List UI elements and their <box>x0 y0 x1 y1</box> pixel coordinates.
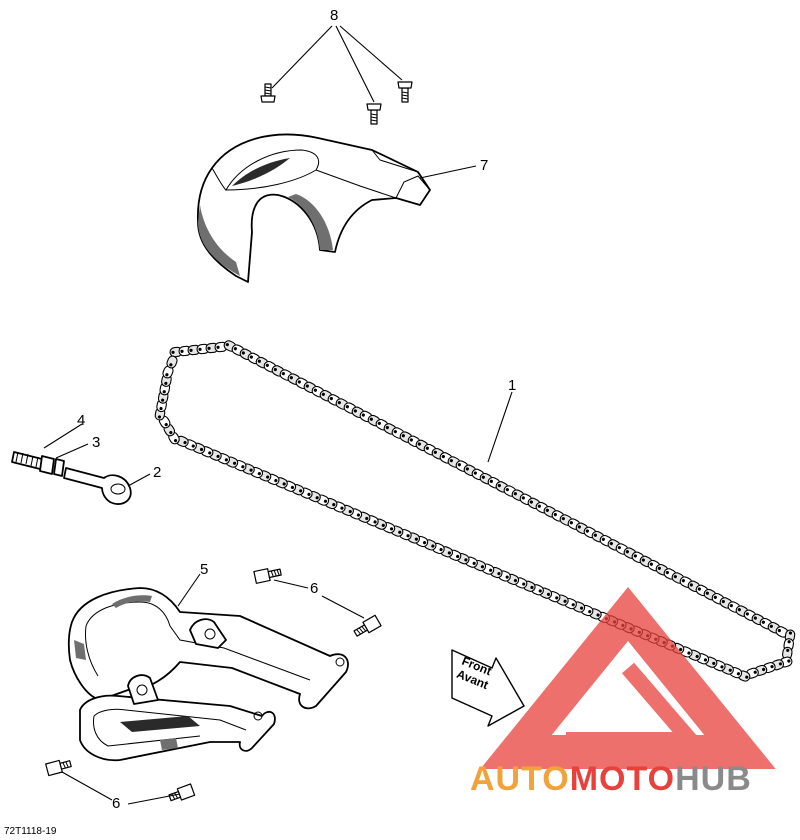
screw-8-c <box>397 81 413 103</box>
watermark-triangle <box>480 587 776 769</box>
chain-link <box>631 551 645 564</box>
tensioner-nut <box>39 455 65 477</box>
callout-6-upper: 6 <box>310 580 318 597</box>
leader-lines <box>43 25 513 805</box>
watermark-text: AUTOMOTOHUB <box>470 760 752 798</box>
callout-1: 1 <box>508 377 516 394</box>
tensioner-adjuster <box>63 467 132 505</box>
screw-8-b <box>366 103 382 125</box>
bracket-assembly <box>67 587 349 762</box>
front-direction-arrow: Front Avant <box>451 649 525 727</box>
callout-2: 2 <box>153 464 161 481</box>
diagram-code: 72T1118-19 <box>4 826 57 837</box>
bolt-6-b <box>353 614 382 637</box>
callout-4: 4 <box>77 412 85 429</box>
callout-7: 7 <box>480 157 488 174</box>
watermark-logo <box>480 587 776 769</box>
screw-8-a <box>260 83 276 103</box>
watermark-text-auto: AUTO <box>470 760 570 798</box>
chain-guard <box>197 133 431 283</box>
callout-6-lower: 6 <box>112 795 120 812</box>
callout-5: 5 <box>200 561 208 578</box>
bolt-6-c <box>45 759 72 777</box>
chain-link <box>782 646 793 660</box>
callout-3: 3 <box>92 434 100 451</box>
watermark-inner-triangle <box>566 662 708 748</box>
bolt-6-d <box>168 783 196 802</box>
watermark-text-moto: MOTO <box>570 760 675 798</box>
watermark-text-hub: HUB <box>675 760 752 798</box>
callout-8: 8 <box>330 7 338 24</box>
bolt-6-a <box>253 568 282 584</box>
